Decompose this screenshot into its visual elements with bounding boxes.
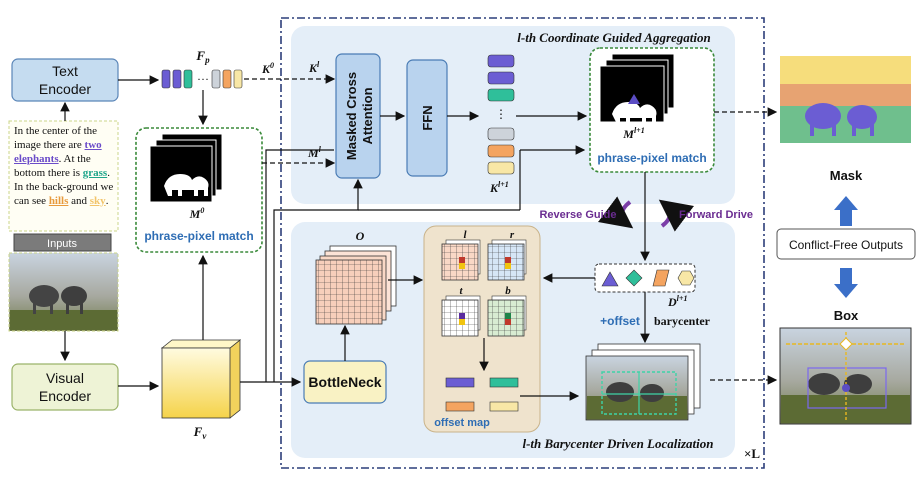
caption-box [8,120,119,232]
r-label: r [510,229,515,241]
fp-label: Fp [195,48,210,65]
barycenter-shapes [601,269,695,287]
forward-drive-label: Forward Drive [679,209,753,221]
ffn-label: FFN [420,105,435,130]
m0-masks [149,133,223,203]
mca-line2: Attention [360,87,375,144]
fv-label: Fv [193,424,208,441]
ml1-masks [599,53,675,123]
kl1-tokens: ⋮ [487,54,515,175]
input-photo [8,252,119,332]
k0-label: K0 [261,61,274,76]
svg-text:···: ··· [197,72,209,86]
caption-text-1: In the center of the image there are [14,125,98,151]
visual-encoder-line1: Visual [46,370,84,386]
caption-keyword-elephants: two elephants [14,139,102,165]
coordinate-title: l-th Coordinate Guided Aggregation [517,30,710,45]
inputs-label: Inputs [47,238,77,250]
mask-output-image [780,56,911,143]
mask-label: Mask [830,168,863,183]
box-output-image [779,327,912,425]
svg-text:⋮: ⋮ [495,107,507,121]
mca-line1: Masked Cross [344,72,359,160]
phrase-pixel-match-label: phrase-pixel match [144,229,253,243]
repeat-container [280,17,765,469]
plus-offset-label: +offset [600,314,640,328]
caption-text-3: . In the back-ground we can see [14,167,114,207]
o-grid-cube [315,245,397,325]
localization-images [585,343,701,421]
b-label: b [505,285,511,297]
text-encoder-line2: Encoder [39,81,91,97]
caption-text-4: and [68,195,90,207]
visual-encoder-box [11,363,119,411]
caption-keyword-sky: sky [89,195,106,207]
fp-tokens: ··· [161,69,243,89]
caption-text-5: . [105,195,109,207]
input-caption: In the center of the image there are two… [14,124,118,208]
o-label: O [356,229,365,243]
offset-map-label: offset map [434,417,490,429]
barycenter-label: barycenter [654,314,711,328]
text-encoder-line1: Text [52,63,78,79]
grid-t [441,295,481,337]
caption-text-2: . At the bottom there is [14,153,91,179]
kl-label: Kl [308,60,320,75]
offset-map [445,377,519,412]
grid-r [487,239,527,281]
box-label: Box [834,308,859,323]
bottleneck-label: BottleNeck [308,374,381,390]
grid-l [441,239,481,281]
reverse-guide-label: Reverse Guide [539,209,616,221]
conflict-free-arrow [834,196,858,298]
fv-feature-cube [160,339,242,419]
ffn-box [406,59,448,177]
t-label: t [459,285,463,297]
phrase-pixel-match-label-2: phrase-pixel match [597,151,706,165]
caption-keyword-hills: hills [48,195,69,207]
inputs-bar [13,233,112,252]
l-label: l [463,229,467,241]
repeat-label: ×L [744,446,760,461]
caption-keyword-grass: grass [82,167,108,179]
grid-b [487,295,527,337]
conflict-free-box [776,228,916,260]
conflict-free-label: Conflict-Free Outputs [789,238,903,252]
visual-encoder-line2: Encoder [39,388,91,404]
barycenter-title: l-th Barycenter Driven Localization [522,436,713,451]
